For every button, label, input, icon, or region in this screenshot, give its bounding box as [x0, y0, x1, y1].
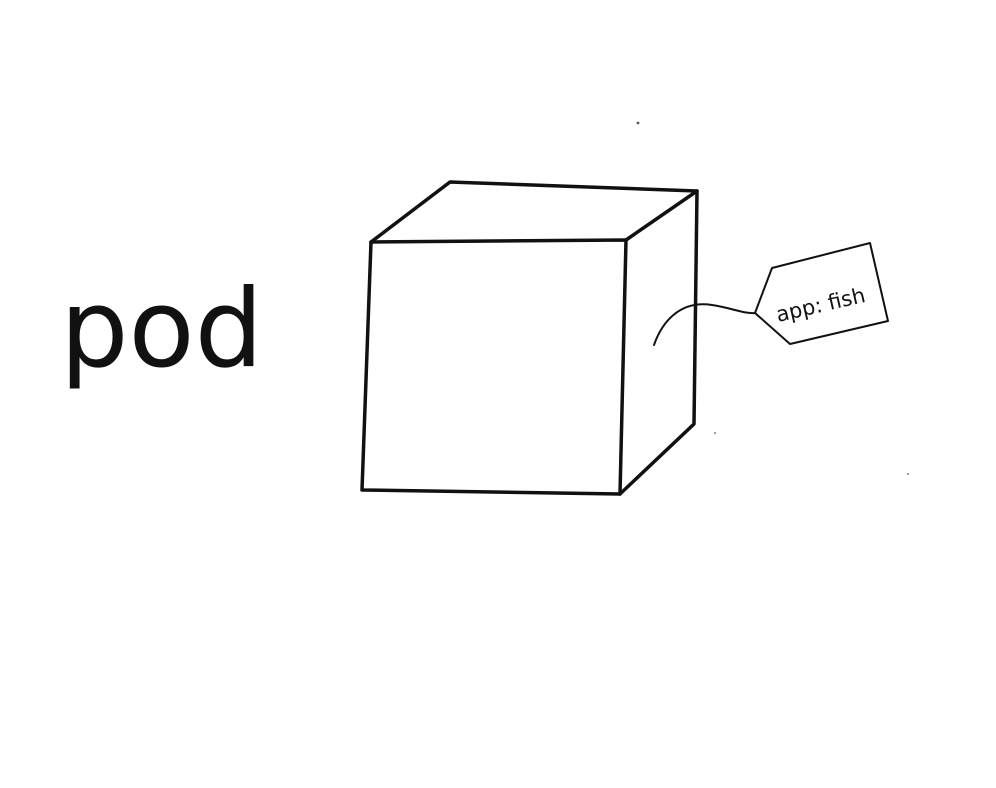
pod-cube: [360, 180, 699, 496]
tag-string: [653, 303, 756, 346]
tag-label: app: fish: [774, 283, 868, 327]
speck-dot: [636, 121, 640, 125]
cube-top-face: [369, 180, 699, 244]
tag-outline: [754, 242, 889, 345]
pod-label: pod: [60, 267, 263, 392]
speck-dot: [907, 473, 909, 475]
label-tag: app: fish: [754, 242, 889, 345]
speck-dot: [714, 432, 716, 434]
cube-front-face: [360, 238, 628, 496]
cube-side-face: [618, 189, 699, 496]
